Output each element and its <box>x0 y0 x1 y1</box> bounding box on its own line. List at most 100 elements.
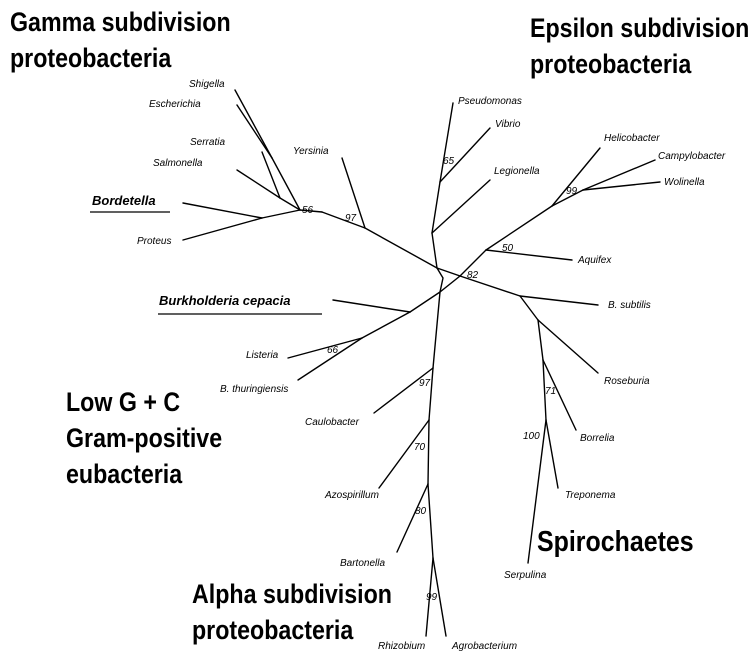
bootstrap-99-alpha: 99 <box>426 592 438 603</box>
branch-legionella <box>431 179 491 234</box>
branch-56-clade <box>299 209 323 213</box>
bootstrap-65: 65 <box>443 156 455 167</box>
branch-bsubtilis <box>519 295 599 306</box>
branch-listeria <box>287 337 363 359</box>
branch-vibrio <box>439 127 491 183</box>
taxon-wolinella: Wolinella <box>664 177 705 188</box>
taxon-listeria: Listeria <box>246 350 279 361</box>
group-label-low-gc-line2: Gram-positive <box>66 423 223 453</box>
taxon-campylobacter: Campylobacter <box>658 151 726 162</box>
branch-enteric <box>271 157 301 211</box>
branch-spiro-71 <box>537 319 544 361</box>
branch-bartonella <box>396 483 429 553</box>
branch-b-thuringiensis <box>297 337 363 381</box>
bootstrap-50: 50 <box>502 243 514 254</box>
branch-roseburia <box>537 319 599 374</box>
group-label-gamma-line1: Gamma subdivision <box>10 7 231 37</box>
taxon-escherichia: Escherichia <box>149 99 201 110</box>
group-label-alpha: Alpha subdivision proteobacteria <box>192 576 392 648</box>
taxon-serpulina: Serpulina <box>504 570 547 581</box>
taxon-pseudomonas: Pseudomonas <box>458 96 522 107</box>
taxon-borrelia: Borrelia <box>580 433 615 444</box>
branch-serratia-salmonella <box>279 197 301 211</box>
branch-66 <box>361 311 411 339</box>
branch-burk-trunk <box>409 291 441 313</box>
taxon-b-subtilis: B. subtilis <box>608 300 651 311</box>
group-label-low-gc-line3: eubacteria <box>66 459 183 489</box>
branch-epsilon-99 <box>485 205 553 251</box>
bootstrap-99-epsilon: 99 <box>566 186 578 197</box>
taxon-vibrio: Vibrio <box>495 119 521 130</box>
branch-burkholderia <box>332 299 411 313</box>
group-label-spirochaetes: Spirochaetes <box>537 523 694 561</box>
group-label-epsilon: Epsilon subdivision proteobacteria <box>530 10 749 82</box>
taxon-agrobacterium: Agrobacterium <box>451 641 517 652</box>
branch-shigella <box>234 89 273 159</box>
taxon-labels: Shigella Escherichia Serratia Salmonella… <box>92 79 726 652</box>
branch-aquifex <box>485 249 573 261</box>
underlines <box>90 211 322 315</box>
taxon-bordetella: Bordetella <box>92 193 156 208</box>
taxon-roseburia: Roseburia <box>604 376 650 387</box>
branch-hub <box>436 267 462 294</box>
branch-spiro-trunk <box>519 295 539 321</box>
branch-gamma-trunk <box>364 227 438 269</box>
branch-pseudomonas <box>439 102 454 183</box>
branch-97-70 <box>428 367 434 421</box>
branch-agrobacterium <box>432 557 447 637</box>
bootstrap-values: 56 97 65 99 50 82 66 97 71 100 70 80 99 <box>302 156 578 603</box>
bootstrap-66: 66 <box>327 345 339 356</box>
taxon-burkholderia: Burkholderia cepacia <box>159 293 291 308</box>
bootstrap-70: 70 <box>414 442 426 453</box>
group-label-alpha-line1: Alpha subdivision <box>192 579 392 609</box>
taxon-proteus: Proteus <box>137 236 171 247</box>
taxon-b-thuringiensis: B. thuringiensis <box>220 384 288 395</box>
taxon-treponema: Treponema <box>565 490 616 501</box>
branch-proteus-bordetella <box>261 209 301 219</box>
taxon-bartonella: Bartonella <box>340 558 385 569</box>
branch-serpulina <box>527 419 547 564</box>
group-label-gamma-line2: proteobacteria <box>10 43 172 73</box>
branch-serratia <box>261 151 281 199</box>
branch-gamma-56 <box>321 211 366 229</box>
bootstrap-56: 56 <box>302 205 314 216</box>
branch-rhizobium <box>425 557 434 637</box>
group-label-low-gc: Low G + C Gram-positive eubacteria <box>66 384 222 492</box>
branch-82-trunk <box>459 275 521 297</box>
branch-borrelia <box>542 359 577 431</box>
branch-caulobacter <box>373 367 434 414</box>
branch-treponema <box>545 419 559 489</box>
branch-salmonella <box>236 169 281 199</box>
taxon-azospirillum: Azospirillum <box>324 490 379 501</box>
branch-proteus <box>182 217 263 241</box>
branch-70-80 <box>427 419 430 485</box>
taxon-aquifex: Aquifex <box>577 255 612 266</box>
group-label-gamma: Gamma subdivision proteobacteria <box>10 4 231 76</box>
group-label-epsilon-line1: Epsilon subdivision <box>530 13 750 43</box>
branch-campylobacter <box>582 159 656 191</box>
tree-branches <box>182 89 661 637</box>
bootstrap-100: 100 <box>523 431 540 442</box>
group-label-epsilon-line2: proteobacteria <box>530 49 692 79</box>
taxon-rhizobium: Rhizobium <box>378 641 425 652</box>
branch-yersinia <box>341 157 366 229</box>
group-label-alpha-line2: proteobacteria <box>192 615 354 645</box>
taxon-helicobacter: Helicobacter <box>604 133 660 144</box>
taxon-salmonella: Salmonella <box>153 158 203 169</box>
taxon-caulobacter: Caulobacter <box>305 417 360 428</box>
branch-spiro-100 <box>542 359 547 421</box>
branch-wolinella <box>582 181 661 191</box>
branch-helicobacter <box>551 147 601 207</box>
branch-80-99 <box>427 483 434 559</box>
branch-65 <box>431 181 441 234</box>
taxon-legionella: Legionella <box>494 166 540 177</box>
bootstrap-71: 71 <box>545 386 556 397</box>
branch-alpha-trunk <box>432 291 441 369</box>
bootstrap-97-gamma: 97 <box>345 213 357 224</box>
branch-pseudo-trunk <box>431 232 438 269</box>
group-label-spirochaetes-line1: Spirochaetes <box>537 526 694 558</box>
taxon-yersinia: Yersinia <box>293 146 329 157</box>
branch-epsilon-trunk <box>459 249 487 277</box>
branch-bordetella <box>182 202 263 219</box>
